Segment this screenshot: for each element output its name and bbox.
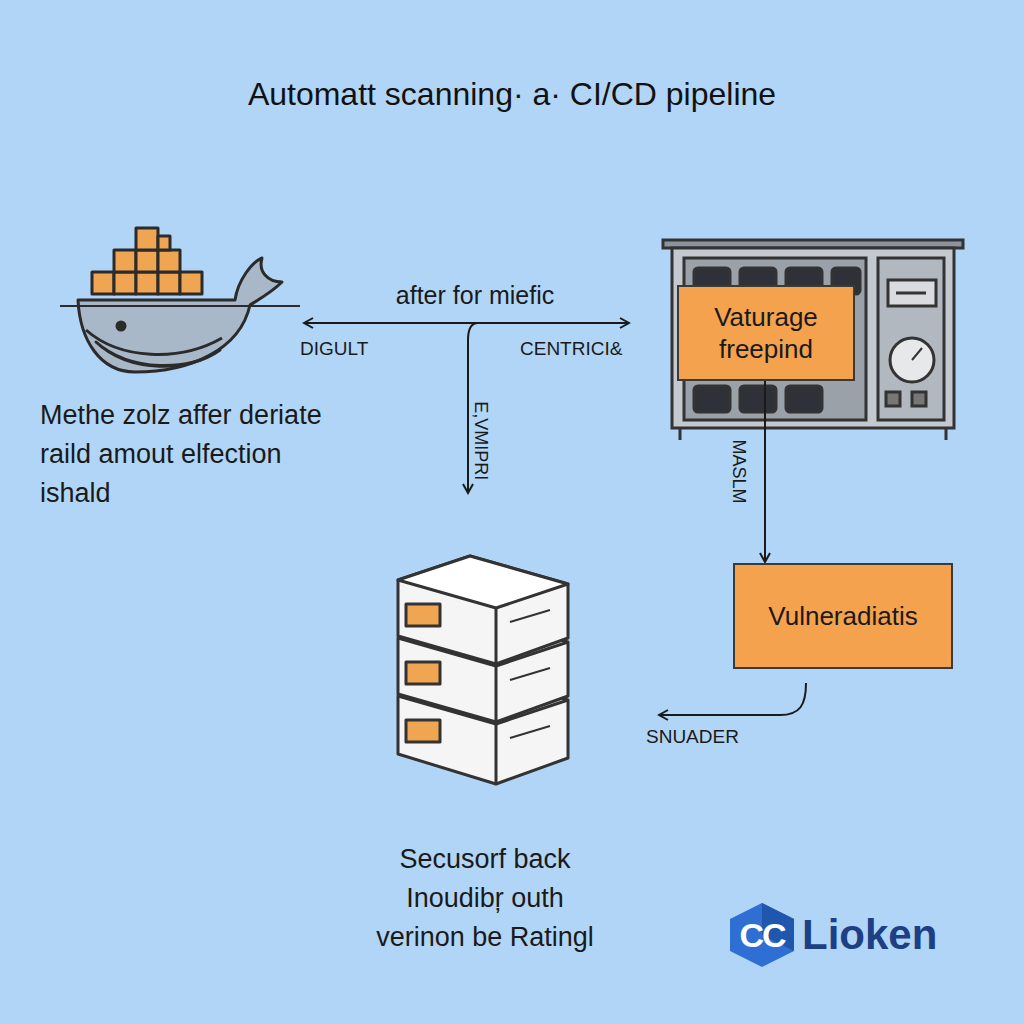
arrow-label: DIGULT	[300, 338, 410, 361]
process-box: Vulneradiatis	[733, 563, 953, 669]
flow-connector	[764, 381, 766, 561]
flow-arrows	[305, 323, 806, 715]
arrow-label: after for miefic	[345, 280, 605, 310]
node-text: CC	[739, 914, 784, 957]
arrow-label: SNUADER	[646, 726, 766, 749]
connector-label: MASLM	[728, 439, 749, 503]
node-text: Vulneradiatis	[768, 600, 917, 633]
node-heading: Lioken	[802, 909, 937, 962]
process-box: Vaturage freepind	[677, 285, 855, 381]
logo-badge: CCLioken	[728, 902, 796, 968]
arrow-label: CENTRICI&	[520, 338, 650, 361]
description-text: Secusorf back Inoudibŗ outh verinon be R…	[360, 840, 610, 957]
scanner-machine	[663, 240, 963, 440]
description-text: Methe zolz affer deriate raild amout elf…	[40, 396, 340, 513]
arrow-label: E,VMIPRI	[469, 381, 491, 501]
diagram-title: Automatt scanning· a· CI/CD pipeline	[0, 76, 1024, 113]
docker-whale	[60, 228, 300, 372]
node-text: Vaturage freepind	[689, 301, 843, 366]
server-stack	[398, 556, 568, 784]
